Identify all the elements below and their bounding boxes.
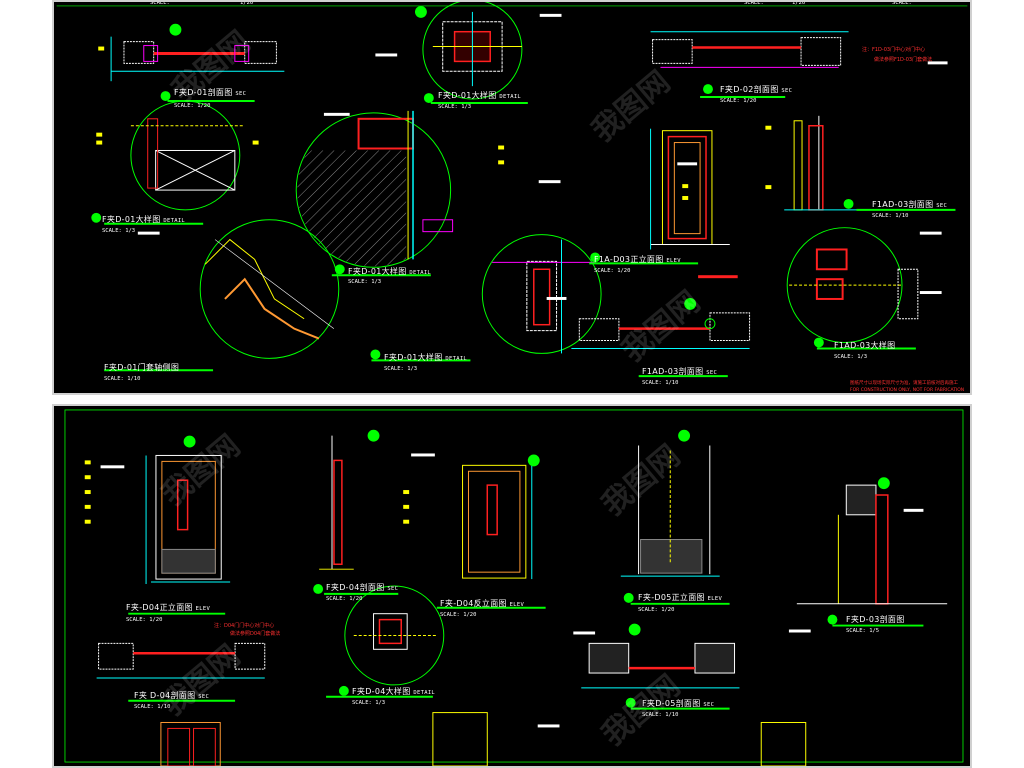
scale-top-3: SCALE: [892,0,912,6]
title-d04-sec-plan: F夹 D-04剖面图 SEC [134,691,210,700]
detail-f1ad-03 [786,227,919,344]
scale-top-1: SCALE: [150,0,170,6]
title-d04-detail: F夹D-04大样图 DETAIL [352,687,436,696]
scale-d05-sec: SCALE: 1/10 [642,712,679,718]
scale-d01-detail1: SCALE: 1/3 [102,228,136,234]
note-red-6: 做法参照D04门套做法 [230,631,281,637]
title-d03-sec: F夹D-03剖面图 [846,615,905,624]
title-f1ad-03-sec-b: F1AD-03剖面图 SEC [872,200,948,209]
detail-d01-bottom [481,234,602,354]
note-red-4: FOR CONSTRUCTION ONLY, NOT FOR FABRICATI… [850,388,965,393]
scale-top-2-ratio: 1/20 [792,0,806,6]
plan-d02 [650,31,849,68]
scale-top-1-ratio: 1/20 [240,0,254,6]
scale-d02-sec: SCALE: 1/20 [720,98,757,104]
scale-d04-detail: SCALE: 1/3 [352,700,386,706]
drawing-sheet-bottom: F夹-D04正立面图 ELEV SCALE: 1/20 F夹D-04剖面图 SE… [52,404,972,768]
elev-d04-back [462,464,533,580]
plan-d01 [110,36,285,82]
elev-partial-bottom [160,712,807,766]
plan-d05 [581,642,740,689]
note-red-2: 做法参照F1D-03门套做法 [874,57,933,63]
title-d01-detail2: F夹D-01大样图 DETAIL [438,91,522,100]
title-d01-detail1: F夹D-01大样图 DETAIL [102,215,186,224]
scale-d01-detail3: SCALE: 1/3 [348,279,382,285]
title-f1ad-03-sec-a: F1AD-03剖面图 SEC [642,367,718,376]
scale-d04-back-elev: SCALE: 1/20 [440,612,477,618]
title-d05-sec: F夹D-05剖面图 SEC [642,699,715,708]
title-d04-back-elev: F夹-D04反立面图 ELEV [440,599,525,608]
scale-f1ad-03-detail: SCALE: 1/3 [834,354,868,360]
elev-d05 [620,445,720,577]
title-f1ad-03-detail: F1AD-03大样图 [834,341,896,350]
scale-d05-elev: SCALE: 1/20 [638,607,675,613]
scale-top-2: SCALE: [744,0,764,6]
cad-linework-bottom [64,409,964,766]
scale-d04-elev: SCALE: 1/20 [126,617,163,623]
scale-f1a-d03-elev: SCALE: 1/20 [594,268,631,274]
scale-d04-sec-plan: SCALE: 1/10 [134,704,171,710]
sec-d04-side [319,435,354,570]
title-d01-detail4: F夹D-01大样图 DETAIL [384,353,468,362]
detail-d01-small [130,100,245,211]
sec-d03 [796,484,948,605]
detail-d04 [344,585,445,686]
detail-d01-side [199,219,340,359]
scale-f1ad-03-sec-a: SCALE: 1/10 [642,380,679,386]
note-red-3: 图纸尺寸以现场实际尺寸为准，请施工前核对后再施工 [850,381,958,386]
scale-d01-detail4: SCALE: 1/3 [384,366,418,372]
sec-f1ad-03-plan [571,312,751,349]
scale-d01-sec: SCALE: 1/20 [174,103,211,109]
scale-d01-side: SCALE: 1/10 [104,376,141,382]
elev-f1a-d03 [650,128,738,279]
scale-d04-sec-side: SCALE: 1/20 [326,596,363,602]
title-d01-sec: F夹D-01剖面图 SEC [174,88,247,97]
title-d01-detail3: F夹D-01大样图 DETAIL [348,267,432,276]
scale-d03-sec: SCALE: 1/5 [846,628,880,634]
title-d05-elev: F夹-D05正立面图 ELEV [638,593,723,602]
title-d04-elev: F夹-D04正立面图 ELEV [126,603,211,612]
title-d01-side: F夹D-01门套轴侧图 [104,363,180,372]
plan-d04 [96,642,266,679]
detail-d01-large [295,110,454,268]
note-red-1: 注：F1D-03门中心对门中心 [862,47,926,53]
sec-f1ad-03-vert [784,115,859,211]
detail-d01-top [422,2,523,100]
title-d02-sec: F夹D-02剖面图 SEC [720,85,793,94]
drawing-sheet-top: F夹D-01剖面图 SEC SCALE: 1/20 F夹D-01大样图 DETA… [52,0,972,395]
elev-d04 [145,454,231,585]
cad-linework-top [56,2,968,378]
scale-f1ad-03-sec-b: SCALE: 1/10 [872,213,909,219]
title-f1a-d03-elev: F1A-D03正立面图 ELEV [594,255,681,264]
note-red-5: 注：D04门门中心对门中心 [214,623,275,629]
title-d04-sec-side: F夹D-04剖面图 SEC [326,583,399,592]
scale-d01-detail2: SCALE: 1/3 [438,104,472,110]
